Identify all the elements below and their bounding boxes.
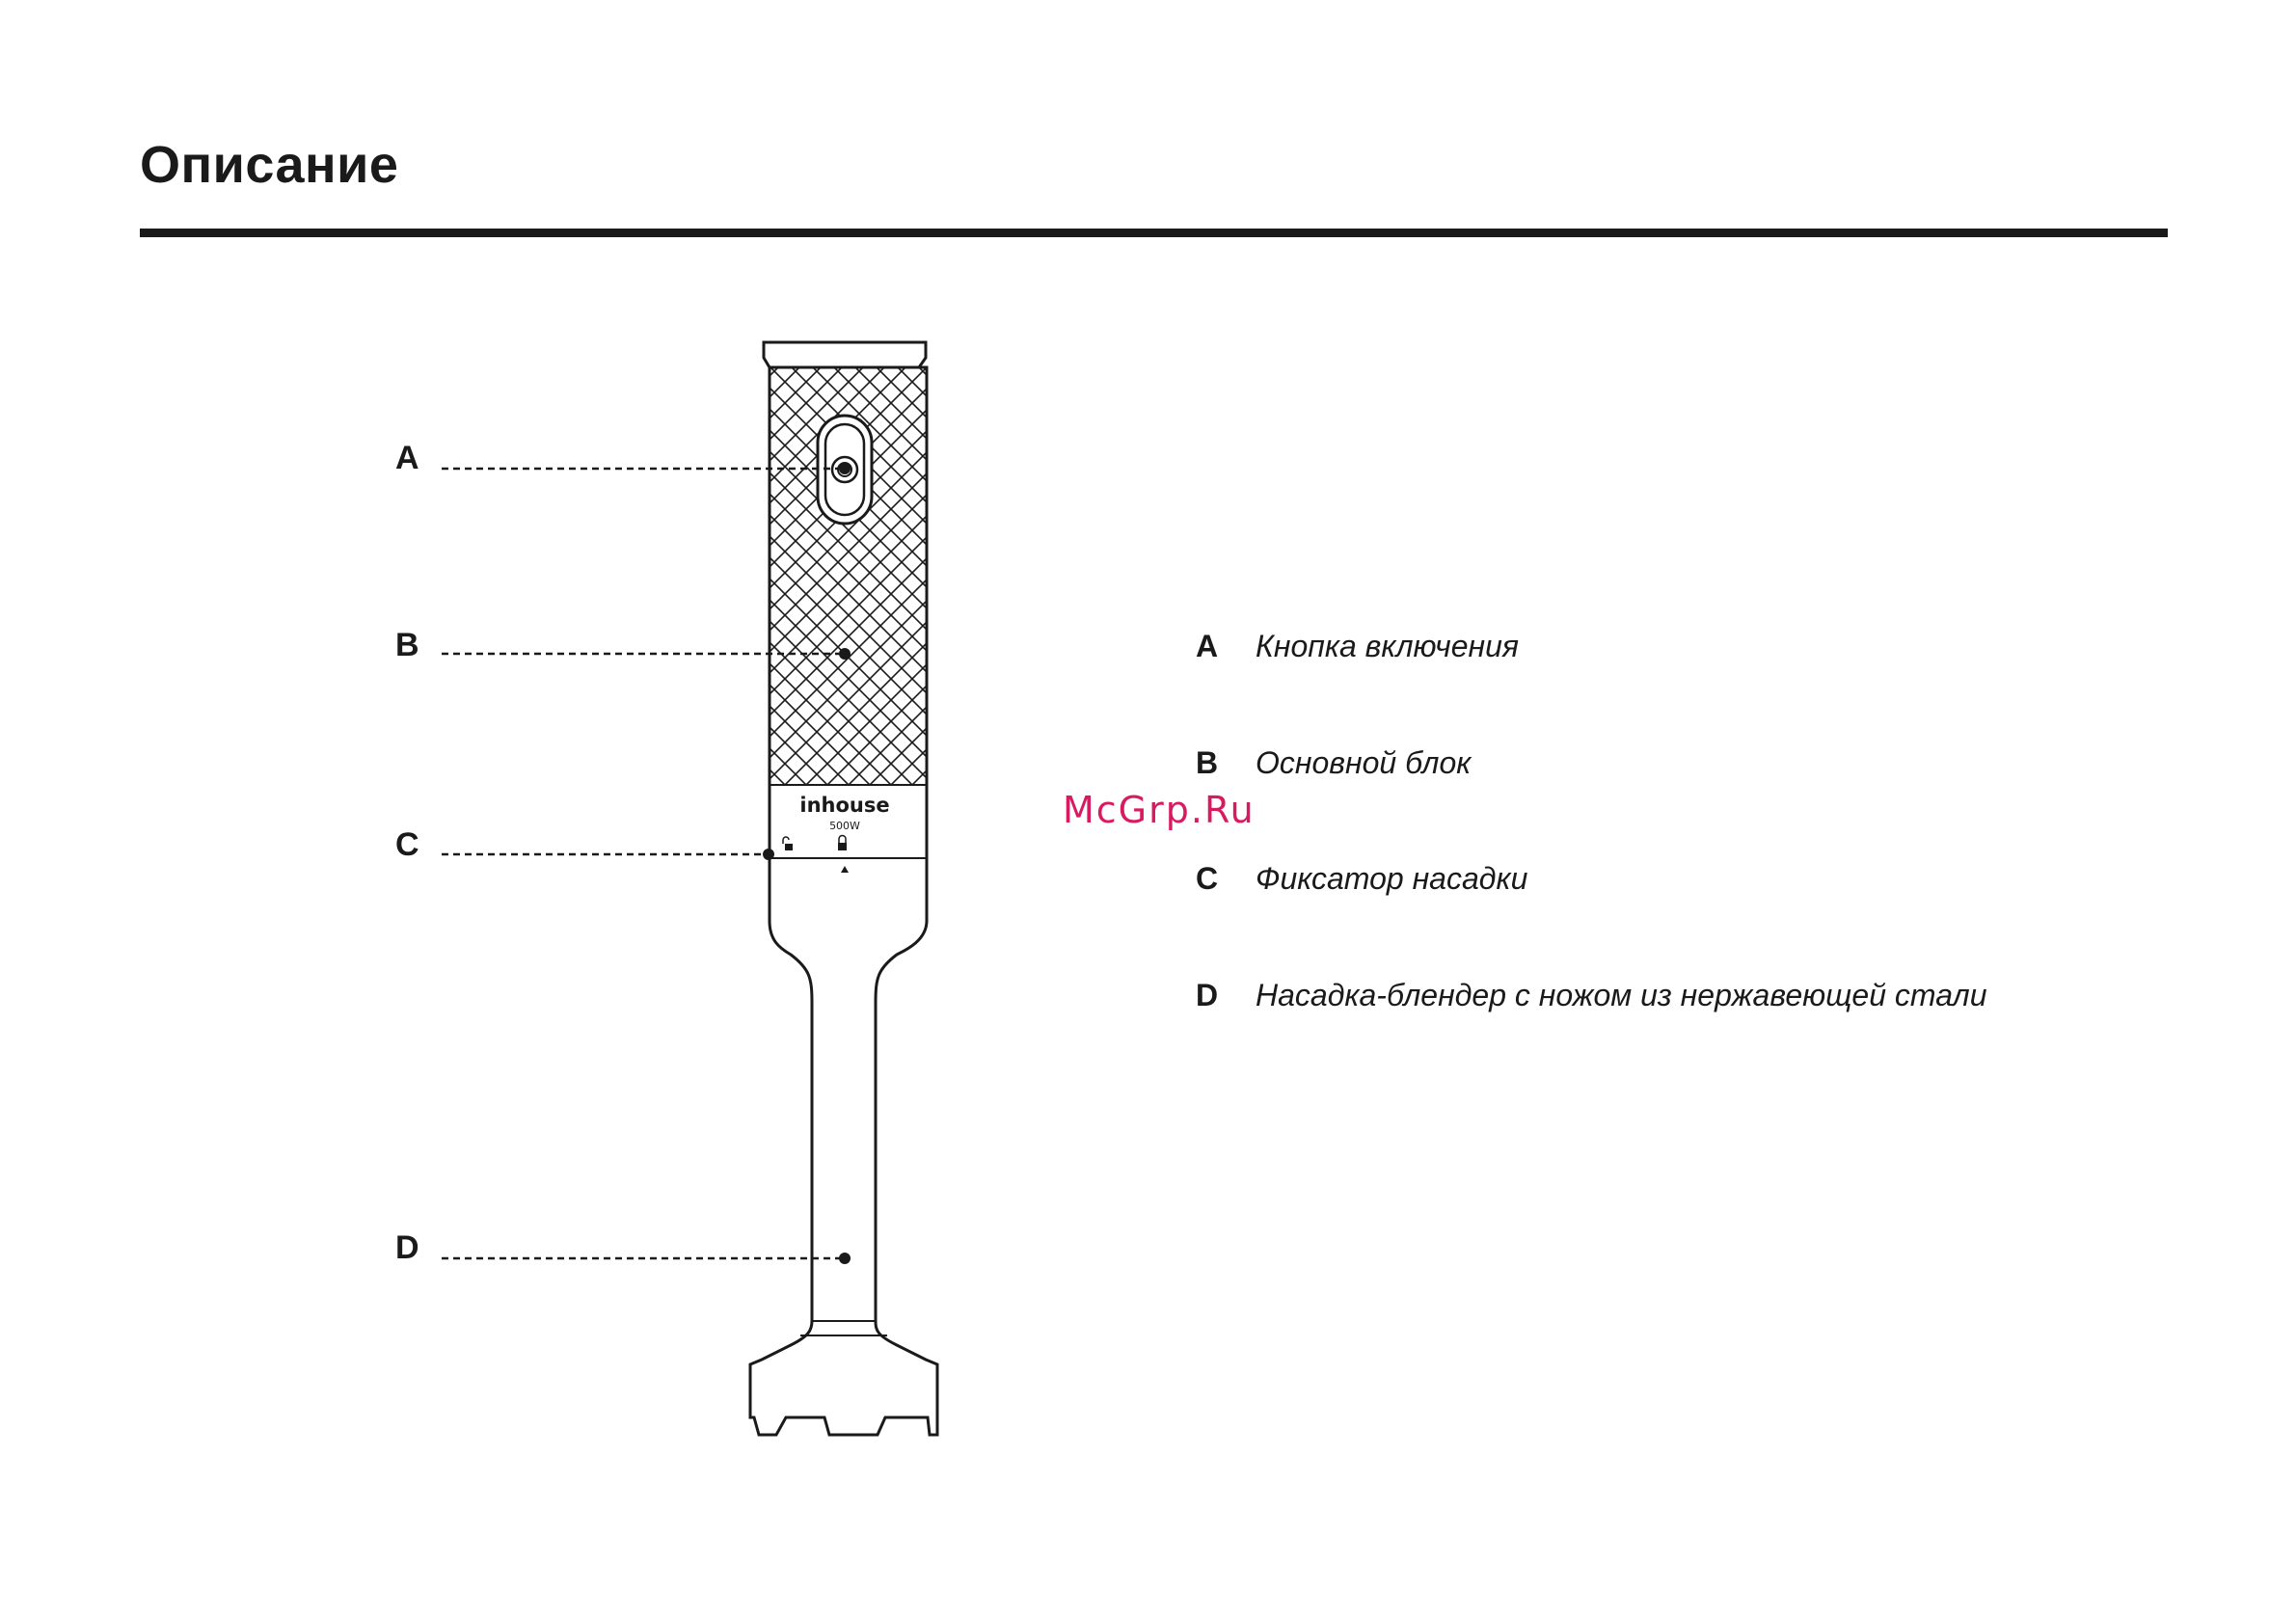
- legend-text: Основной блок: [1256, 745, 1471, 781]
- legend-item: B Основной блок: [1196, 742, 1471, 784]
- legend-letter: D: [1196, 978, 1256, 1013]
- legend-item: D Насадка-блендер с ножом из нержавеющей…: [1196, 974, 1986, 1016]
- legend-letter: B: [1196, 745, 1256, 781]
- power-rating-text: 500W: [829, 820, 860, 832]
- callout-letter-c: C: [395, 826, 434, 864]
- top-cap: [764, 342, 926, 367]
- blender-body: [750, 342, 937, 1435]
- legend-letter: A: [1196, 629, 1256, 664]
- leader-dot-a: [839, 463, 851, 474]
- leader-dot-c: [763, 849, 774, 860]
- brand-logo-text: inhouse: [799, 794, 889, 817]
- leader-dot-d: [839, 1253, 851, 1264]
- leader-dot-b: [839, 648, 851, 660]
- legend-item: A Кнопка включения: [1196, 625, 1519, 667]
- legend-text: Кнопка включения: [1256, 629, 1519, 664]
- callout-letter-b: B: [395, 627, 434, 664]
- callout-letter-d: D: [395, 1229, 434, 1267]
- legend-item: C Фиксатор насадки: [1196, 857, 1527, 900]
- legend-letter: C: [1196, 861, 1256, 897]
- callout-letter-a: A: [395, 440, 434, 477]
- legend-text: Насадка-блендер с ножом из нержавеющей с…: [1256, 978, 1986, 1013]
- legend-text: Фиксатор насадки: [1256, 861, 1527, 897]
- watermark: McGrp.Ru: [1063, 789, 1256, 831]
